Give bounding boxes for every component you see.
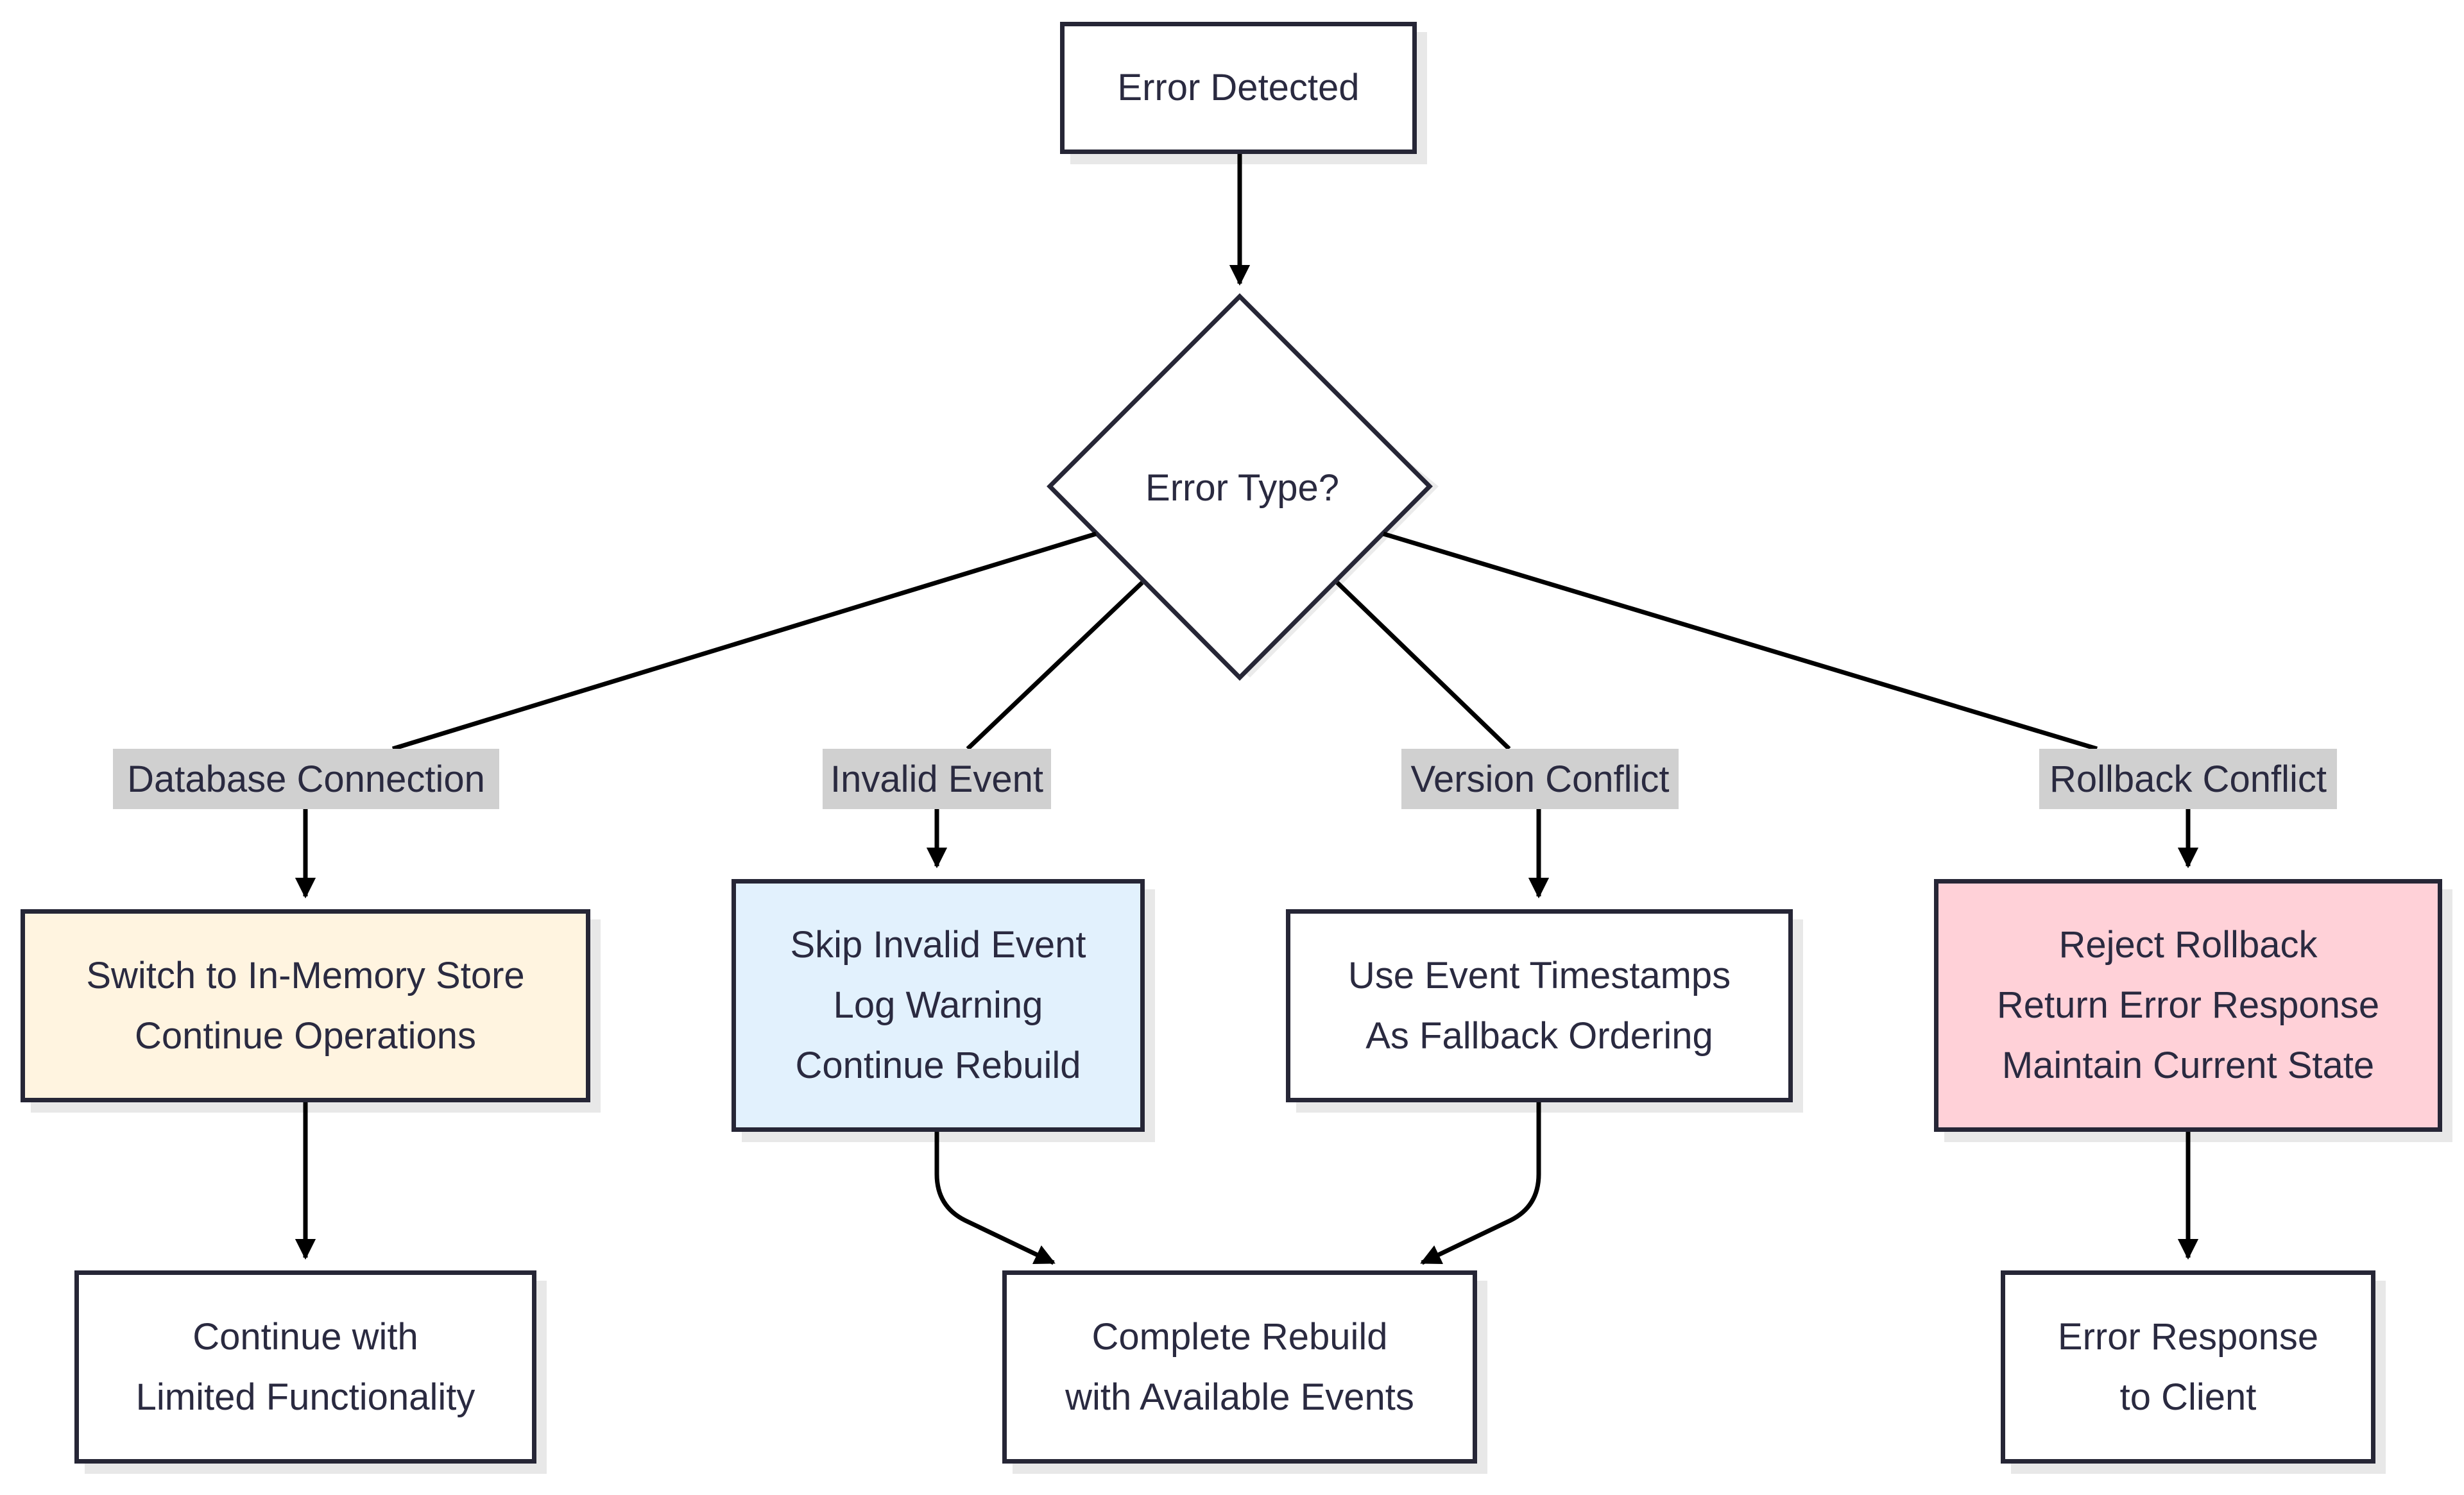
error-detected-text: Error Detected — [1117, 67, 1360, 108]
skip-invalid-event-line-3: Continue Rebuild — [795, 1045, 1081, 1086]
skip-invalid-event-node: Skip Invalid Event Log Warning Continue … — [732, 879, 1145, 1132]
complete-rebuild-line-2: with Available Events — [1065, 1376, 1414, 1418]
edge-invalid-action-to-rebuild — [934, 1132, 1056, 1265]
reject-rollback-line-1: Reject Rollback — [2058, 924, 2318, 966]
branch-label-rollback-conflict: Rollback Conflict — [2039, 749, 2337, 809]
decision-node — [1047, 293, 1439, 681]
decision-label: Error Type? — [1145, 466, 1339, 509]
limited-functionality-line-2: Limited Functionality — [135, 1376, 475, 1418]
error-response-line-1: Error Response — [2057, 1315, 2319, 1358]
edge-decision-to-version-label — [1335, 581, 1511, 751]
skip-invalid-event-line-2: Log Warning — [833, 984, 1043, 1026]
switch-in-memory-line-2: Continue Operations — [135, 1014, 476, 1057]
reject-rollback-line-2: Return Error Response — [1996, 984, 2380, 1026]
branch-label-invalid-event: Invalid Event — [823, 749, 1051, 809]
event-timestamps-line-2: As Fallback Ordering — [1365, 1014, 1713, 1057]
error-response-line-2: to Client — [2119, 1376, 2257, 1418]
reject-rollback-line-3: Maintain Current State — [2001, 1045, 2375, 1086]
edge-version-action-to-rebuild — [1420, 1102, 1541, 1265]
limited-functionality-line-1: Continue with — [193, 1315, 418, 1358]
complete-rebuild-node: Complete Rebuild with Available Events — [1002, 1270, 1477, 1464]
edge-decision-to-invalid-label — [966, 581, 1144, 751]
error-detected-node: Error Detected — [1060, 22, 1417, 154]
error-response-node: Error Response to Client — [2001, 1270, 2375, 1464]
complete-rebuild-line-1: Complete Rebuild — [1091, 1315, 1388, 1358]
skip-invalid-event-line-1: Skip Invalid Event — [790, 924, 1086, 966]
branch-label-version-conflict: Version Conflict — [1401, 749, 1679, 809]
reject-rollback-node: Reject Rollback Return Error Response Ma… — [1934, 879, 2442, 1132]
edge-decision-to-rollback-label — [1382, 531, 2098, 751]
event-timestamps-node: Use Event Timestamps As Fallback Orderin… — [1286, 909, 1793, 1102]
limited-functionality-node: Continue with Limited Functionality — [74, 1270, 536, 1464]
switch-in-memory-node: Switch to In-Memory Store Continue Opera… — [21, 909, 590, 1102]
edge-decision-to-database-label — [391, 531, 1097, 751]
event-timestamps-line-1: Use Event Timestamps — [1348, 954, 1731, 996]
switch-in-memory-line-1: Switch to In-Memory Store — [86, 954, 525, 996]
branch-label-database-connection: Database Connection — [113, 749, 499, 809]
